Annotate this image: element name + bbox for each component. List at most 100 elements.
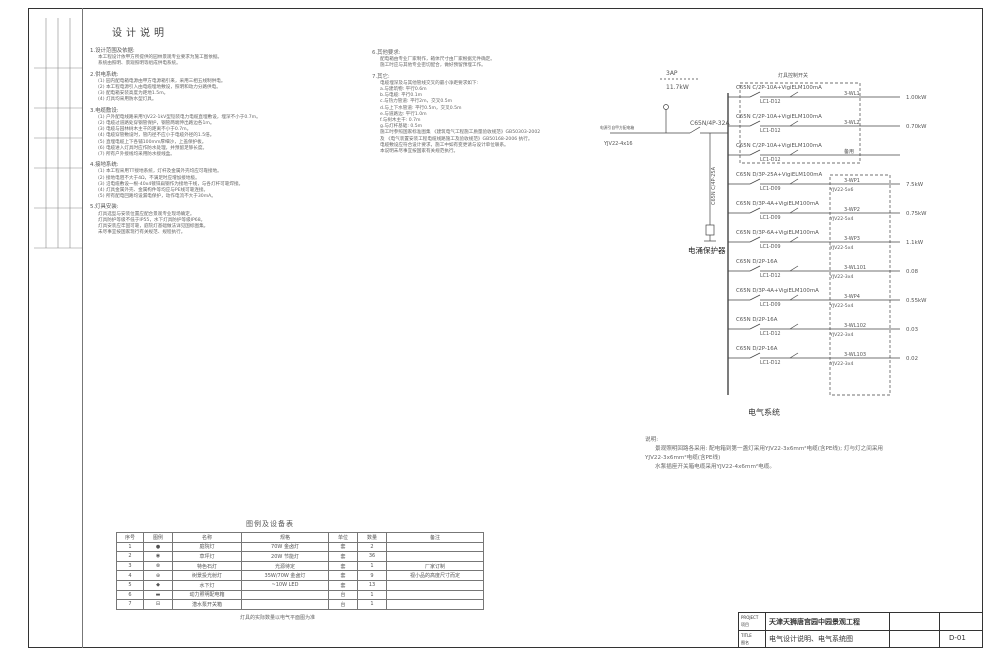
legend-cell: 5 bbox=[116, 579, 144, 591]
branch-cable-label: YJV22-5x4 bbox=[829, 303, 853, 309]
legend-cell: 1 bbox=[357, 589, 387, 601]
branch-breaker-label: C65N D/3P-6A+VigiELM100mA bbox=[736, 230, 819, 236]
design-notes-title: 设计说明 bbox=[112, 28, 168, 39]
contactor-symbol bbox=[789, 294, 799, 301]
section-line: 施工时参照国家标准图集 《建筑电气工程施工质量验收规范》GB50303-2002 bbox=[380, 130, 541, 136]
section-line: (3) 沿电缆敷设一根-40x4镀锌扁钢作为接地干线，与各灯杆可靠焊接。 bbox=[98, 181, 244, 187]
contactor-symbol bbox=[789, 352, 799, 359]
contactor-symbol bbox=[789, 91, 799, 98]
section-line: 未尽事宜按国家现行有关规范、规程执行。 bbox=[98, 230, 186, 236]
legend-symbol-icon: ● bbox=[143, 541, 173, 553]
notes-line: YJV22-3x6mm²电缆(含PE线) bbox=[645, 455, 721, 461]
section-line: (3) 电缆与园林树木主干的距离不小于0.7m。 bbox=[98, 127, 192, 133]
source-label: 电源引自甲方配电箱 bbox=[600, 125, 634, 130]
branch-load-label: 0.55kW bbox=[906, 298, 927, 304]
contactor-symbol bbox=[789, 207, 799, 214]
section-line: (6) 电缆进入灯具时应作防水处理，并预留足够长度。 bbox=[98, 145, 208, 151]
section-line: b.与电缆: 平行0.1m bbox=[380, 93, 423, 99]
branch-contactor-label: LC1-D12 bbox=[760, 331, 781, 337]
legend-symbol-icon: ⊟ bbox=[143, 599, 173, 610]
legend-cell: 70W 金卤灯 bbox=[241, 541, 329, 553]
branch-circuit-label: 3-WP2 bbox=[844, 207, 860, 213]
schematic-notes: 说明: 景观照明回路各采用: 配电箱到第一盏灯采用YJV22-3x6mm²电缆(… bbox=[645, 436, 965, 472]
design-notes-left: 1.设计范围及依据:本工程设计依甲方所提供的园林景观专业要求为施工图依据。系统由… bbox=[90, 44, 360, 236]
legend-header-cell: 单位 bbox=[328, 532, 358, 543]
branch-cable-label: YJV22-5x6 bbox=[829, 187, 853, 193]
legend-cell: 1 bbox=[357, 599, 387, 610]
legend-cell: 视小品的高度尺寸而定 bbox=[386, 570, 484, 581]
section-line: 灯具防护等级不低于IP55，水下灯具防护等级IP68。 bbox=[98, 217, 206, 223]
legend-cell: 台 bbox=[328, 599, 358, 610]
section-line: (3) 配电箱安装高度为距地1.5m。 bbox=[98, 91, 169, 97]
legend-cell: 4 bbox=[116, 570, 144, 581]
branch-breaker-label: C65N D/3P-4A+VigiELM100mA bbox=[736, 288, 819, 294]
legend-cell: 厂家订制 bbox=[386, 560, 484, 572]
legend-cell: 1 bbox=[357, 560, 387, 572]
section-line: f.与树木主干: 0.7m bbox=[380, 118, 421, 124]
breaker-symbol bbox=[749, 236, 761, 243]
breaker-symbol bbox=[749, 265, 761, 272]
contactor-symbol bbox=[789, 120, 799, 127]
binding-strip bbox=[34, 8, 83, 648]
legend-header-cell: 备注 bbox=[386, 532, 484, 543]
section-line: (4) 灯具均采用防水型灯具。 bbox=[98, 97, 157, 103]
branch-load-label: 0.03 bbox=[906, 327, 918, 333]
legend-cell bbox=[386, 589, 484, 601]
branch-cable-label: YJV22-3x4 bbox=[829, 332, 853, 338]
legend-cell: 树景投光射灯 bbox=[172, 570, 242, 581]
title-label: TITLE bbox=[741, 633, 752, 638]
branch-circuit-label: 3-WP3 bbox=[844, 236, 860, 242]
section-heading: 3.电缆敷设: bbox=[90, 107, 119, 114]
breaker-symbol bbox=[749, 352, 761, 359]
project-label: PROJECT bbox=[741, 615, 759, 620]
legend-cell: 35W/70W 金卤灯 bbox=[241, 570, 329, 581]
section-line: (5) 所有配电回路均设漏电保护，动作电流不大于30mA。 bbox=[98, 194, 216, 200]
section-line: g.与灯杆基础: 0.5m bbox=[380, 124, 423, 130]
contactor-symbol bbox=[789, 265, 799, 272]
legend-symbol-icon: ⊗ bbox=[143, 560, 173, 572]
sheet-number: D-01 bbox=[949, 634, 966, 642]
breaker-symbol bbox=[749, 323, 761, 330]
branch-contactor-label: LC1-D09 bbox=[760, 186, 781, 192]
notes-title: 说明: bbox=[645, 437, 659, 443]
section-heading: 2.供电系统: bbox=[90, 71, 119, 78]
legend-cell: 套 bbox=[328, 570, 358, 581]
branch-breaker-label: C65N D/3P-25A+VigiELM100mA bbox=[736, 172, 822, 178]
legend-cell: 台 bbox=[328, 589, 358, 601]
binding-strip-grid bbox=[34, 18, 82, 249]
branch-contactor-label: LC1-D12 bbox=[760, 360, 781, 366]
meter-icon bbox=[663, 104, 669, 110]
legend-header-cell: 规格 bbox=[241, 532, 329, 543]
branch-circuit-label: 3-WL101 bbox=[844, 265, 866, 271]
legend-cell: 水下灯 bbox=[172, 579, 242, 591]
legend-cell bbox=[241, 599, 329, 610]
title-block: PROJECT 项目 天津天狮唐宫园中园景观工程 TITLE 图名 电气设计说明… bbox=[738, 612, 983, 648]
legend-cell: 9 bbox=[357, 570, 387, 581]
legend-cell: 庭院灯 bbox=[172, 541, 242, 553]
branch-load-label: 0.70kW bbox=[906, 124, 927, 130]
branch-contactor-label: LC1-D09 bbox=[760, 244, 781, 250]
section-line: d.与上下水管道: 平行0.5m，交叉0.5m bbox=[380, 105, 462, 111]
legend-cell: ~10W LED bbox=[241, 579, 329, 591]
electrical-schematic: C65N C/2P-10A+VigiELM100mALC1-D123-WL11.… bbox=[600, 70, 927, 417]
section-heading: 6.其他要求: bbox=[372, 50, 401, 56]
legend-cell: 2 bbox=[116, 551, 144, 562]
legend-header-cell: 序号 bbox=[116, 532, 144, 543]
legend-cell: 6 bbox=[116, 589, 144, 601]
drawing-title: 电气设计说明、电气系统图 bbox=[769, 635, 853, 643]
legend-cell bbox=[386, 579, 484, 591]
branch-contactor-label: LC1-D09 bbox=[760, 302, 781, 308]
section-line: (1) 本工程采用TT接地系统，灯杆及金属外壳均应可靠接地。 bbox=[98, 169, 222, 175]
branch-load-label: 1.00kW bbox=[906, 95, 927, 101]
project-name: 天津天狮唐宫园中园景观工程 bbox=[769, 618, 860, 626]
section-line: (4) 电缆穿管敷设时，管内径不应小于电缆外径的1.5倍。 bbox=[98, 133, 215, 139]
section-line: (1) 户外配电线路采用YJV22-1kV型铠装电力电缆直埋敷设，埋深不小于0.… bbox=[98, 114, 261, 120]
main-breaker-symbol bbox=[689, 126, 701, 134]
legend-title: 图例及设备表 bbox=[246, 520, 294, 528]
legend-symbol-icon: ◉ bbox=[143, 551, 173, 562]
control-group-box bbox=[739, 82, 861, 164]
section-heading: 5.灯具安装: bbox=[90, 204, 119, 211]
